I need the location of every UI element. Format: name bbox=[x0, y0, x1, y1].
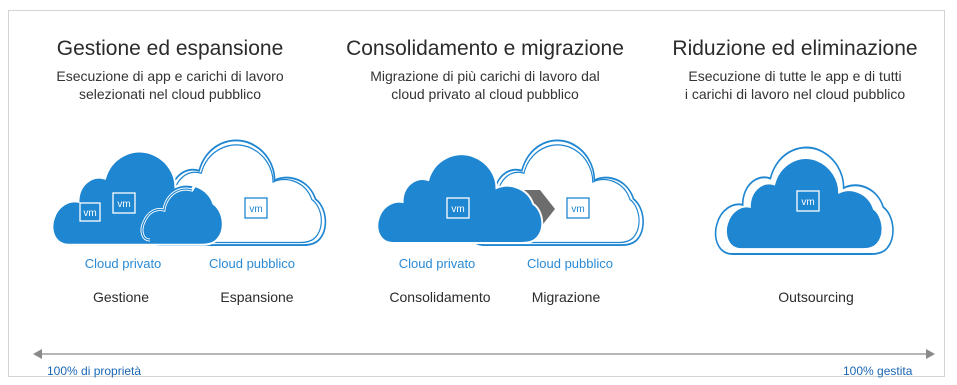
vm-icon: vm bbox=[112, 192, 136, 214]
ownership-scale-arrow bbox=[33, 349, 935, 359]
column-description: Esecuzione di app e carichi di lavoro se… bbox=[10, 67, 330, 103]
column-description: Esecuzione di tutte le app e di tutti i … bbox=[635, 67, 955, 103]
column-description-line: selezionati nel cloud pubblico bbox=[78, 86, 262, 102]
private-cloud-icon bbox=[51, 150, 224, 246]
cloud-private-label: Cloud privato bbox=[85, 256, 162, 271]
column-header-2: Consolidamento e migrazione Migrazione d… bbox=[320, 36, 650, 103]
column-title: Gestione ed espansione bbox=[56, 37, 284, 60]
cloud-public-label: Cloud pubblico bbox=[209, 256, 295, 271]
svg-text:vm: vm bbox=[571, 204, 584, 215]
svg-text:vm: vm bbox=[117, 199, 130, 210]
vm-icon: vm bbox=[244, 197, 268, 219]
svg-text:vm: vm bbox=[249, 204, 262, 215]
column-title: Riduzione ed eliminazione bbox=[672, 37, 918, 60]
vm-icon: vm bbox=[796, 190, 820, 212]
cloud-overlap-icon bbox=[140, 173, 227, 242]
migrazione-label: Migrazione bbox=[532, 289, 601, 305]
column-header-1: Gestione ed espansione Esecuzione di app… bbox=[10, 36, 330, 103]
column-title: Consolidamento e migrazione bbox=[346, 37, 624, 60]
column-description-line: i carichi di lavoro nel cloud pubblico bbox=[684, 86, 906, 102]
column-header-3: Riduzione ed eliminazione Esecuzione di … bbox=[635, 36, 955, 103]
column-description-line: Esecuzione di tutte le app e di tutti bbox=[688, 68, 902, 84]
column-description-line: Migrazione di più carichi di lavoro dal bbox=[370, 68, 600, 84]
svg-text:vm: vm bbox=[83, 208, 96, 219]
outsourcing-label: Outsourcing bbox=[778, 289, 853, 305]
vm-icon: vm bbox=[566, 197, 590, 219]
cloud-public-label: Cloud pubblico bbox=[527, 256, 613, 271]
scale-right-label: 100% gestita bbox=[843, 364, 913, 378]
consolidamento-label: Consolidamento bbox=[389, 289, 490, 305]
espansione-label: Espansione bbox=[220, 289, 293, 305]
column-description-line: Esecuzione di app e carichi di lavoro bbox=[56, 68, 284, 84]
scale-left-label: 100% di proprietà bbox=[47, 364, 142, 378]
svg-text:vm: vm bbox=[451, 204, 464, 215]
gestione-label: Gestione bbox=[93, 289, 149, 305]
svg-text:vm: vm bbox=[801, 197, 814, 208]
vm-icon: vm bbox=[446, 197, 470, 219]
vm-icon: vm bbox=[79, 202, 101, 222]
column-description: Migrazione di più carichi di lavoro dal … bbox=[320, 67, 650, 103]
column-description-line: cloud privato al cloud pubblico bbox=[391, 86, 579, 102]
cloud-private-label: Cloud privato bbox=[399, 256, 476, 271]
